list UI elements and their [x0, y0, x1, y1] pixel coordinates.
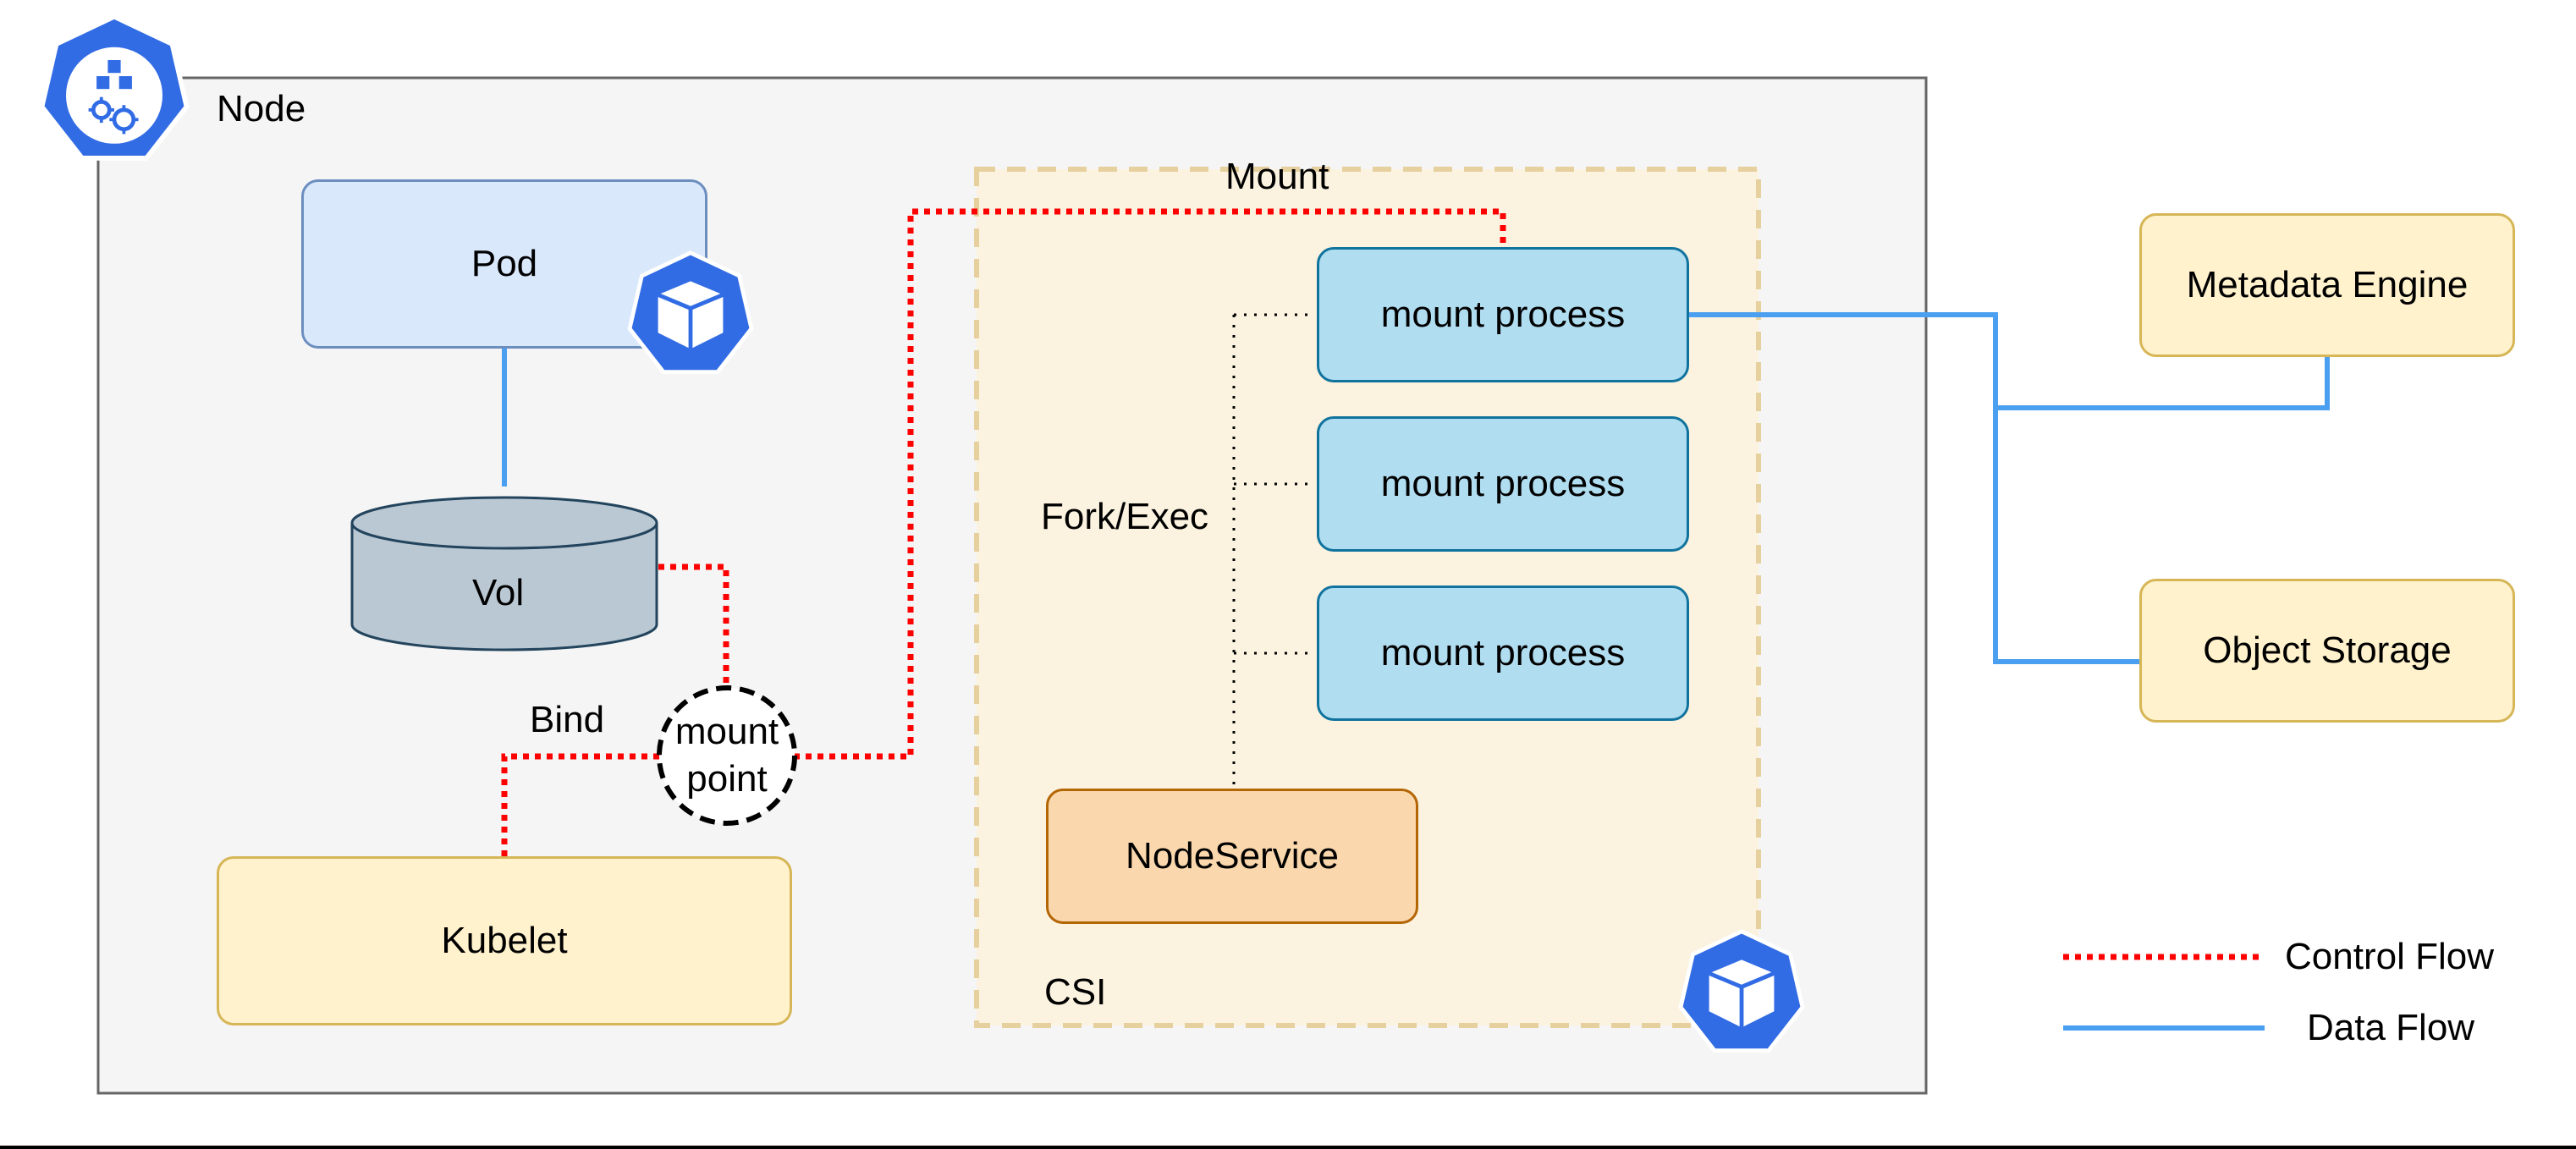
- kubernetes-node-icon: [39, 14, 190, 161]
- fork-exec-label: Fork/Exec: [1041, 496, 1209, 538]
- mount-point-circle: [657, 685, 797, 826]
- object-storage-label: Object Storage: [2203, 629, 2452, 671]
- data-flow-to-storage: [1689, 312, 2139, 664]
- kubernetes-pod-icon: [627, 250, 754, 374]
- csi-label: CSI: [1044, 971, 1107, 1013]
- mount-label: Mount: [1225, 156, 1329, 197]
- mount-process-box-1: mount process: [1317, 247, 1689, 382]
- mount-process-label: mount process: [1380, 294, 1626, 335]
- mount-point-line-1: mount: [674, 711, 779, 752]
- mount-point-label: mount point: [659, 709, 795, 802]
- metadata-engine-label: Metadata Engine: [2186, 264, 2469, 305]
- mount-point-line-2: point: [686, 758, 768, 800]
- object-storage-box: Object Storage: [2139, 579, 2515, 723]
- node-service-box: NodeService: [1046, 789, 1418, 924]
- mount-process-label: mount process: [1380, 463, 1626, 504]
- pod-label: Pod: [471, 243, 538, 284]
- legend-data-flow-label: Data Flow: [2307, 1007, 2475, 1048]
- mount-process-box-2: mount process: [1317, 416, 1689, 552]
- data-flow-to-metadata: [1995, 357, 2330, 410]
- legend-control-flow-label: Control Flow: [2285, 936, 2494, 977]
- mount-process-label: mount process: [1380, 632, 1626, 673]
- kubelet-label: Kubelet: [441, 920, 568, 961]
- vol-cylinder: [350, 496, 658, 651]
- vol-label: Vol: [472, 572, 525, 613]
- kubernetes-csi-icon: [1678, 929, 1805, 1053]
- control-flow-kubelet-mountpoint: [501, 753, 660, 856]
- node-label: Node: [217, 88, 306, 129]
- mount-process-box-3: mount process: [1317, 585, 1689, 721]
- metadata-engine-box: Metadata Engine: [2139, 213, 2515, 357]
- node-service-label: NodeService: [1126, 835, 1339, 877]
- kubelet-box: Kubelet: [217, 856, 792, 1025]
- bind-label: Bind: [530, 699, 605, 740]
